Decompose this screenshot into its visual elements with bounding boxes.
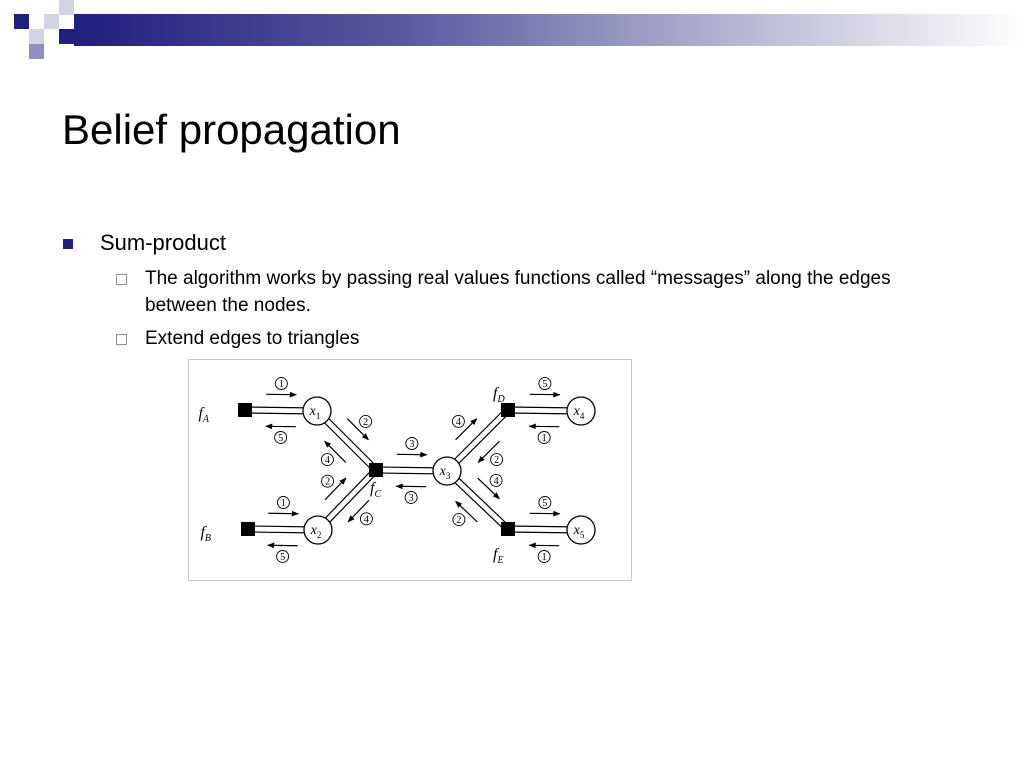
factor-node [238, 403, 252, 417]
variable-node [566, 515, 596, 545]
factor-graph-svg: 1 5 1 5 2 4 2 4 3 3 4 2 4 2 5 1 5 1 x1 x2 x3 x4 x5 fA fB fC fD fE [198, 377, 596, 566]
message-badge [359, 512, 373, 526]
variable-node [302, 396, 332, 426]
message-badge [490, 453, 504, 467]
message-badge [452, 513, 466, 527]
factor-node [369, 463, 383, 477]
sub-bullet-marker [116, 334, 127, 345]
bullet-item: Sum-product [100, 230, 226, 255]
message-number: 4 [456, 417, 461, 428]
decor-square [29, 44, 44, 59]
message-badge [489, 473, 503, 487]
message-number: 4 [364, 514, 369, 525]
variable-label: x2 [310, 523, 322, 540]
message-badge [320, 453, 334, 467]
factor-label: fB [200, 524, 211, 544]
variable-label: x3 [439, 464, 451, 481]
message-arrow [324, 477, 347, 501]
message-arrow [477, 477, 500, 500]
sub-bullet-item: Extend edges to triangles [145, 328, 360, 349]
message-number: 5 [542, 379, 547, 390]
message-badge [451, 414, 465, 428]
message-number: 3 [409, 439, 414, 450]
bullet-marker-square [63, 239, 73, 249]
message-badge [405, 437, 419, 450]
decor-square [14, 14, 29, 29]
factor-node [501, 403, 515, 417]
message-arrow [346, 418, 369, 441]
message-badge [359, 414, 373, 428]
message-badge [276, 550, 290, 563]
factor-graph-figure: 1 5 1 5 2 4 2 4 3 3 4 2 4 2 5 1 5 1 x1 x2 x3 x4 x5 fA fB fC fD fE [188, 359, 632, 581]
message-number: 2 [325, 477, 330, 488]
message-number: 1 [281, 498, 286, 509]
factor-node [501, 522, 515, 536]
message-badge [538, 496, 552, 509]
message-number: 4 [325, 455, 330, 466]
message-badge [538, 377, 552, 390]
slide-title: Belief propagation [62, 106, 401, 153]
message-badge [274, 431, 288, 444]
factor-label: fC [370, 480, 381, 500]
decor-square [59, 0, 74, 15]
message-number: 5 [280, 552, 285, 563]
message-badge [276, 496, 290, 509]
factor-node [241, 522, 255, 536]
message-number: 5 [542, 498, 547, 509]
message-number: 1 [542, 552, 547, 563]
title-gradient-band [74, 14, 1024, 46]
edge-line [444, 407, 507, 470]
message-number: 2 [456, 515, 461, 526]
message-number: 4 [494, 476, 499, 487]
edge-line [448, 411, 511, 474]
message-number: 2 [494, 455, 499, 466]
variable-node [432, 456, 462, 486]
message-arrow [324, 440, 347, 463]
factor-label: fA [198, 405, 209, 425]
factor-label: fD [493, 385, 505, 405]
message-badge [537, 431, 551, 444]
decor-square [44, 14, 59, 29]
sub-bullet-item: The algorithm works by passing real valu… [145, 268, 891, 316]
message-arrow [477, 440, 500, 463]
message-number: 2 [363, 417, 368, 428]
message-arrow [455, 500, 478, 523]
message-arrow [347, 499, 370, 523]
message-number: 3 [409, 493, 414, 504]
title-decoration-bar [0, 0, 1024, 62]
message-badge [274, 377, 288, 390]
message-badge [537, 550, 551, 563]
variable-label: x5 [573, 523, 585, 540]
variable-label: x4 [573, 404, 585, 421]
factor-label: fE [493, 546, 504, 566]
message-badge [404, 491, 418, 504]
message-number: 1 [542, 433, 547, 444]
variable-label: x1 [309, 404, 321, 421]
message-number: 1 [279, 379, 284, 390]
message-arrow [455, 418, 478, 441]
message-badge [321, 474, 335, 488]
sub-bullet-marker [116, 274, 127, 285]
decor-square [59, 29, 74, 44]
variable-node [566, 396, 596, 426]
variable-node [303, 515, 333, 545]
message-number: 5 [278, 433, 283, 444]
decor-square [29, 29, 44, 44]
